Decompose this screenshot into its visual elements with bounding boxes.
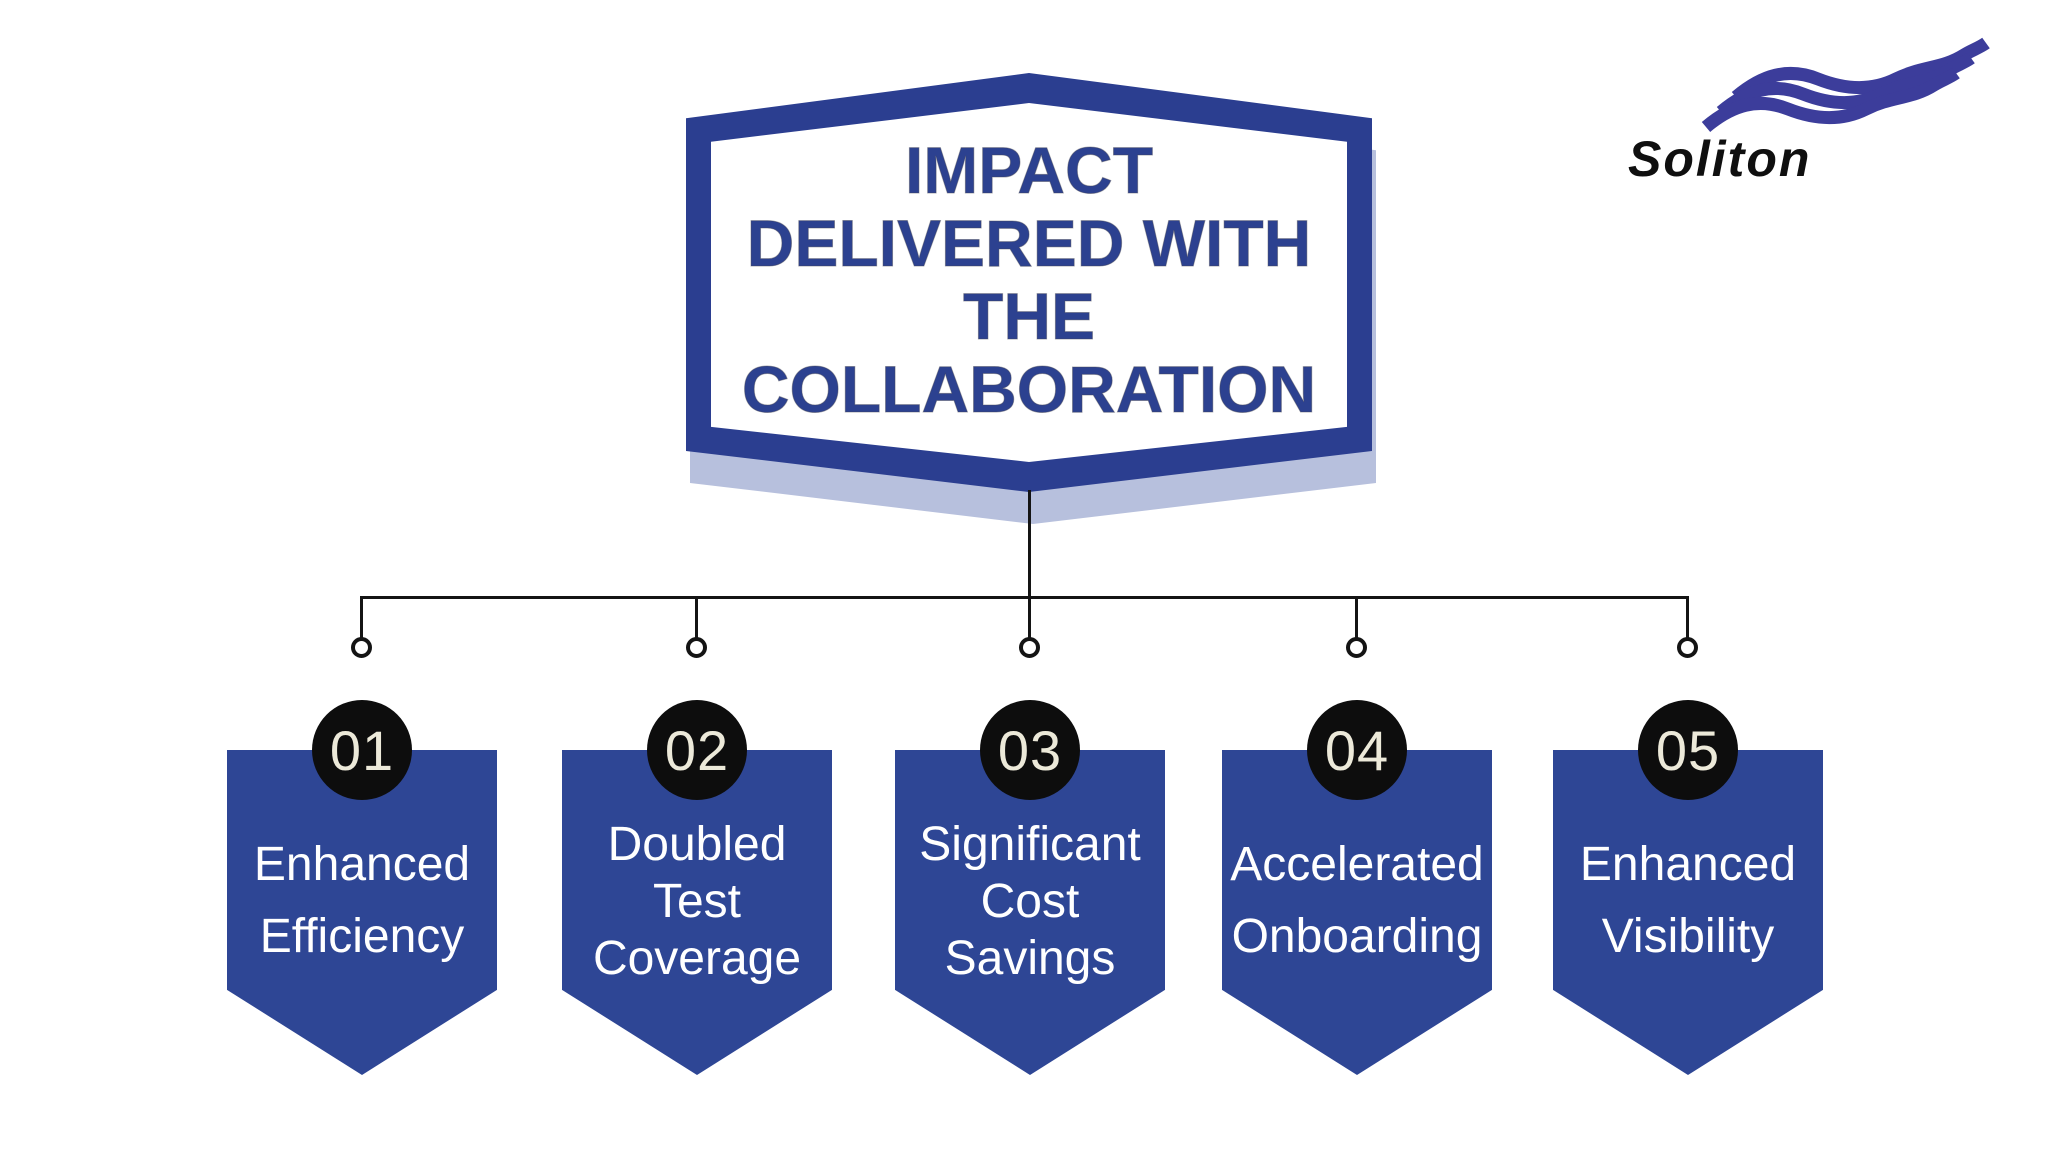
badge-number: 05 — [1655, 718, 1721, 782]
branch-doubled-test-coverage: 02 Doubled Test Coverage — [562, 700, 832, 1080]
branch-accelerated-onboarding: 04 Accelerated Onboarding — [1222, 700, 1492, 1080]
title-line-2: DELIVERED WITH — [746, 206, 1312, 280]
label-line: Onboarding — [1231, 910, 1483, 963]
logo-wordmark: Soliton — [1628, 131, 1812, 187]
pennant-label: Enhanced Visibility — [1553, 829, 1823, 973]
badge-number: 02 — [664, 718, 730, 782]
connector-ring-4 — [1346, 637, 1367, 658]
branch-enhanced-efficiency: 01 Enhanced Efficiency — [227, 700, 497, 1080]
title-line-4: COLLABORATION — [741, 352, 1317, 426]
pennant-label: Accelerated Onboarding — [1222, 829, 1492, 973]
label-line: Significant — [919, 818, 1141, 871]
connector-ring-5 — [1677, 637, 1698, 658]
title-line-3: THE — [963, 279, 1096, 353]
connector-drop-4 — [1355, 598, 1358, 638]
label-line: Doubled — [607, 818, 787, 871]
hexagon-inner — [711, 103, 1347, 462]
connector-drop-5 — [1686, 598, 1689, 638]
number-badge-5: 05 — [1638, 700, 1738, 800]
number-badge-3: 03 — [980, 700, 1080, 800]
connector-ring-1 — [351, 637, 372, 658]
label-line: Savings — [944, 932, 1116, 985]
label-line: Cost — [980, 875, 1080, 928]
title-line-1: IMPACT — [904, 133, 1154, 207]
label-line: Efficiency — [259, 910, 465, 963]
number-badge-4: 04 — [1307, 700, 1407, 800]
connector-ring-3 — [1019, 637, 1040, 658]
connector-drop-1 — [360, 598, 363, 638]
label-line: Coverage — [592, 932, 802, 985]
number-badge-1: 01 — [312, 700, 412, 800]
label-line: Enhanced — [1579, 838, 1797, 891]
branch-enhanced-visibility: 05 Enhanced Visibility — [1553, 700, 1823, 1080]
pennant-label: Doubled Test Coverage — [562, 816, 832, 987]
pennant-label: Significant Cost Savings — [895, 816, 1165, 987]
badge-number: 04 — [1324, 718, 1390, 782]
pennant-label: Enhanced Efficiency — [227, 829, 497, 973]
label-line: Visibility — [1601, 910, 1775, 963]
number-badge-2: 02 — [647, 700, 747, 800]
connector-drop-2 — [695, 598, 698, 638]
connector-horizontal — [360, 596, 1689, 599]
label-line: Enhanced — [253, 838, 471, 891]
label-line: Accelerated — [1230, 838, 1484, 891]
page-title: IMPACT DELIVERED WITH THE COLLABORATION — [686, 133, 1372, 426]
badge-number: 01 — [329, 718, 395, 782]
branch-significant-cost-savings: 03 Significant Cost Savings — [895, 700, 1165, 1080]
badge-number: 03 — [997, 718, 1063, 782]
connector-drop-3 — [1028, 598, 1031, 638]
connector-ring-2 — [686, 637, 707, 658]
label-line: Test — [652, 875, 742, 928]
connector-stem — [1028, 490, 1031, 598]
